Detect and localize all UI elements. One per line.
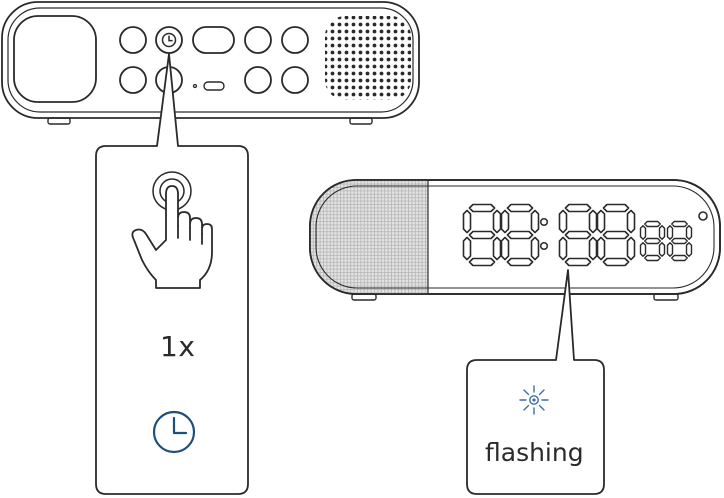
button-top-1[interactable] — [119, 26, 147, 54]
display-segment — [462, 209, 472, 234]
display-segment — [588, 209, 598, 234]
time-digit — [558, 203, 598, 267]
display-segment — [685, 225, 693, 240]
display-segment — [564, 257, 592, 267]
display-segment — [564, 203, 592, 213]
display-segment — [666, 242, 674, 257]
display-segment — [685, 242, 693, 257]
display-segment — [671, 237, 688, 245]
speaker-grille — [325, 16, 411, 100]
display-segment — [602, 203, 630, 213]
flashing-label: flashing — [485, 438, 584, 467]
display-segment — [644, 237, 661, 245]
display-segment — [500, 236, 510, 261]
seconds-display — [639, 220, 693, 262]
display-segment — [506, 203, 534, 213]
display-segment — [626, 236, 636, 261]
display-segment — [644, 220, 661, 228]
display-segment — [602, 257, 630, 267]
seconds-digit — [639, 220, 666, 262]
display-segment — [588, 236, 598, 261]
button-top-4[interactable] — [244, 26, 272, 54]
display-segment — [596, 209, 606, 234]
flashing-light-icon — [519, 385, 549, 415]
time-digit — [500, 203, 540, 267]
time-digit — [596, 203, 636, 267]
display-segment — [558, 209, 568, 234]
display-segment — [671, 254, 688, 262]
button-top-oval[interactable] — [192, 26, 235, 54]
clock-device-rear — [1, 1, 420, 125]
display-segment — [468, 257, 496, 267]
display-segment — [530, 209, 540, 234]
display-segment — [492, 236, 502, 261]
display-segment — [468, 230, 496, 240]
display-segment — [492, 209, 502, 234]
device-body-inner — [7, 7, 414, 113]
time-digit — [462, 203, 502, 267]
display-segment — [671, 220, 688, 228]
device-foot-right — [349, 117, 373, 125]
display-segment — [644, 254, 661, 262]
display-segment — [500, 209, 510, 234]
front-speaker-mesh — [310, 180, 428, 294]
device-foot-left — [47, 117, 71, 125]
clock-button[interactable] — [155, 26, 183, 54]
press-count-label: 1x — [160, 330, 196, 363]
display-segment — [558, 236, 568, 261]
button-top-5[interactable] — [281, 26, 309, 54]
display-segment — [666, 225, 674, 240]
device-body-outer — [1, 1, 420, 119]
seconds-digit — [666, 220, 693, 262]
clock-icon — [161, 32, 177, 48]
time-display — [462, 203, 636, 267]
battery-compartment — [13, 15, 97, 103]
usb-port — [203, 81, 225, 91]
display-segment — [564, 230, 592, 240]
display-segment — [658, 225, 666, 240]
front-foot-left — [351, 293, 377, 301]
clock-symbol-icon — [152, 410, 196, 454]
front-foot-right — [653, 293, 679, 301]
display-segment — [530, 236, 540, 261]
display-segment — [506, 257, 534, 267]
flashing-callout — [466, 269, 605, 495]
display-segment — [596, 236, 606, 261]
button-bottom-4[interactable] — [244, 66, 272, 94]
display-segment — [639, 242, 647, 257]
light-sensor — [192, 83, 198, 89]
display-colon — [539, 217, 549, 251]
button-bottom-5[interactable] — [281, 66, 309, 94]
display-segment — [639, 225, 647, 240]
button-bottom-1[interactable] — [119, 66, 147, 94]
pointing-hand-icon — [131, 185, 213, 289]
display-segment — [658, 242, 666, 257]
display-segment — [506, 230, 534, 240]
display-segment — [468, 203, 496, 213]
display-segment — [462, 236, 472, 261]
display-segment — [602, 230, 630, 240]
degree-mark — [698, 211, 708, 221]
display-segment — [626, 209, 636, 234]
